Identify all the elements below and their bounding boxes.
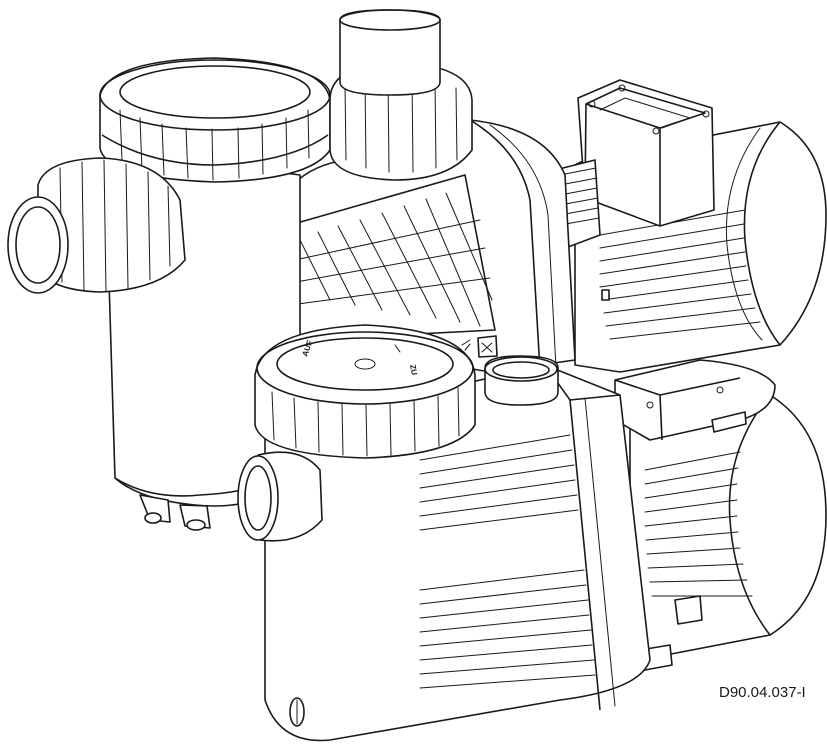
cap-marking-side: ZU	[408, 364, 419, 376]
lower-motor	[615, 360, 826, 670]
upper-outlet	[330, 10, 472, 180]
lower-outlet	[485, 356, 558, 405]
lower-pump-housing	[238, 356, 650, 741]
upper-motor	[555, 80, 826, 372]
upper-prefilter-lid	[100, 58, 330, 182]
lower-motor-fins	[645, 452, 752, 596]
lower-prefilter-lid: AUF ZU	[255, 325, 475, 458]
lower-inlet	[238, 452, 322, 541]
upper-pump-housing	[265, 120, 575, 372]
drawing-reference-code: D90.04.037-I	[719, 684, 806, 701]
lower-housing-vents	[420, 435, 595, 688]
upper-terminal-box	[578, 80, 714, 226]
upper-motor-fins	[600, 210, 760, 339]
upper-prefilter	[8, 58, 330, 530]
upper-inlet-union	[8, 158, 185, 293]
upper-housing-grille	[290, 175, 495, 340]
